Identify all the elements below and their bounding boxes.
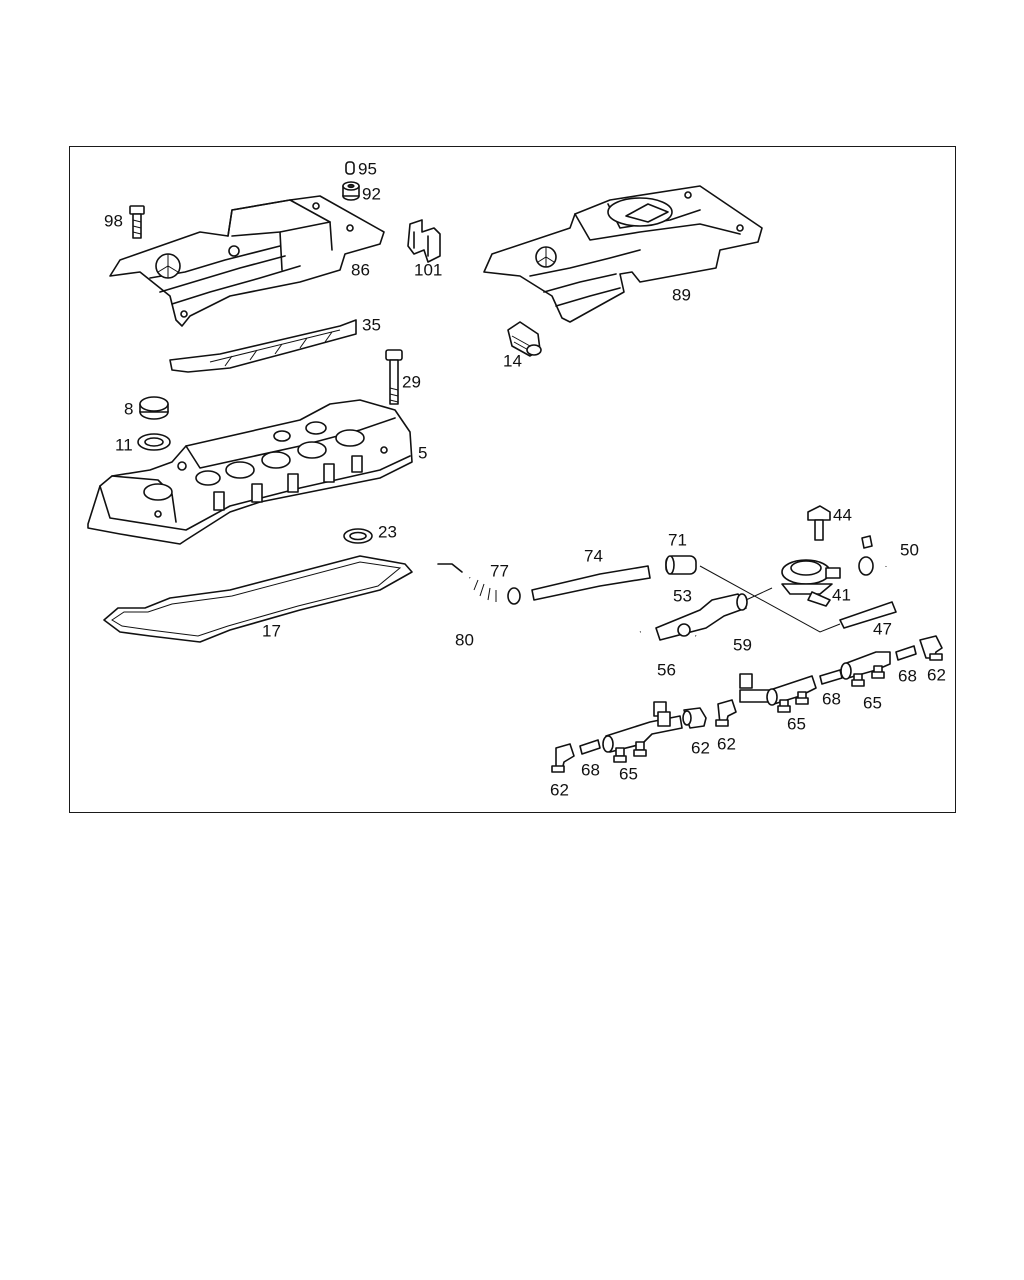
part-17-gasket [103, 555, 413, 643]
callout-74: 74 [584, 546, 603, 565]
part-65-t-piece-middle [739, 675, 817, 713]
callout-17: 17 [262, 621, 281, 640]
callout-92: 92 [362, 184, 381, 203]
part-11-seal-ring [137, 433, 171, 451]
part-74-hose [531, 565, 651, 601]
callout-62-left: 62 [550, 780, 569, 799]
part-68-hose-middle [819, 669, 843, 685]
callout-5: 5 [418, 443, 427, 462]
callout-77: 77 [490, 561, 509, 580]
part-35-seal-strip [169, 319, 357, 373]
callout-89: 89 [672, 285, 691, 304]
part-95-cap [345, 161, 355, 175]
part-98-bolt [129, 205, 145, 239]
part-92-grommet [342, 181, 360, 201]
part-44-bolt [807, 505, 831, 541]
callout-71: 71 [668, 530, 687, 549]
callout-53: 53 [673, 586, 692, 605]
callout-65-middle: 65 [787, 714, 806, 733]
part-5-cylinder-head-cover [87, 399, 413, 545]
part-77-elbow-hose [465, 573, 521, 605]
part-65-t-piece-left [602, 711, 683, 763]
callout-50: 50 [900, 540, 919, 559]
callout-62-right: 62 [927, 665, 946, 684]
part-14-bump-stop [507, 321, 542, 357]
part-89-engine-cover [483, 185, 763, 323]
callout-29: 29 [402, 372, 421, 391]
callout-labels: 95 92 98 101 86 89 35 14 29 8 11 5 44 23… [104, 159, 946, 799]
part-86-engine-cover [109, 195, 385, 327]
callout-23: 23 [378, 522, 397, 541]
part-59-hose [694, 633, 753, 695]
part-101-clip [407, 219, 441, 263]
callout-68-left: 68 [581, 760, 600, 779]
callout-62-center-right: 62 [717, 734, 736, 753]
part-53-connector [655, 587, 773, 641]
callout-68-middle: 68 [822, 689, 841, 708]
part-71-sleeve [665, 555, 697, 575]
callout-65-right: 65 [863, 693, 882, 712]
part-29-bolt [385, 349, 403, 405]
part-47-hose [839, 601, 897, 629]
callout-95: 95 [358, 159, 377, 178]
callout-68-right: 68 [898, 666, 917, 685]
part-62-elbow-lower-left [551, 743, 575, 773]
part-62-elbow-center-left [682, 707, 707, 729]
part-41-valve [781, 559, 841, 607]
callout-86: 86 [351, 260, 370, 279]
part-62-elbow-right [919, 635, 943, 661]
callout-65-left: 65 [619, 764, 638, 783]
part-65-t-piece-right [840, 651, 891, 687]
leader-line-71-47 [699, 565, 841, 633]
part-50-elbow [858, 535, 893, 576]
callout-62-center-left: 62 [691, 738, 710, 757]
callout-35: 35 [362, 315, 381, 334]
callout-59: 59 [733, 635, 752, 654]
part-23-seal-ring [343, 528, 373, 544]
callout-8: 8 [124, 399, 133, 418]
callout-47: 47 [873, 619, 892, 638]
part-62-elbow-center-right [715, 699, 737, 727]
callout-98: 98 [104, 211, 123, 230]
callout-41: 41 [832, 585, 851, 604]
callout-80: 80 [455, 630, 474, 649]
callout-11: 11 [115, 435, 133, 454]
part-68-hose-left [579, 739, 601, 755]
callout-101: 101 [414, 260, 442, 279]
callout-14: 14 [503, 351, 522, 370]
part-80-hose [429, 559, 463, 695]
callout-44: 44 [833, 505, 852, 524]
part-68-hose-right [895, 645, 917, 661]
part-8-cap [139, 396, 169, 420]
callout-56: 56 [657, 660, 676, 679]
